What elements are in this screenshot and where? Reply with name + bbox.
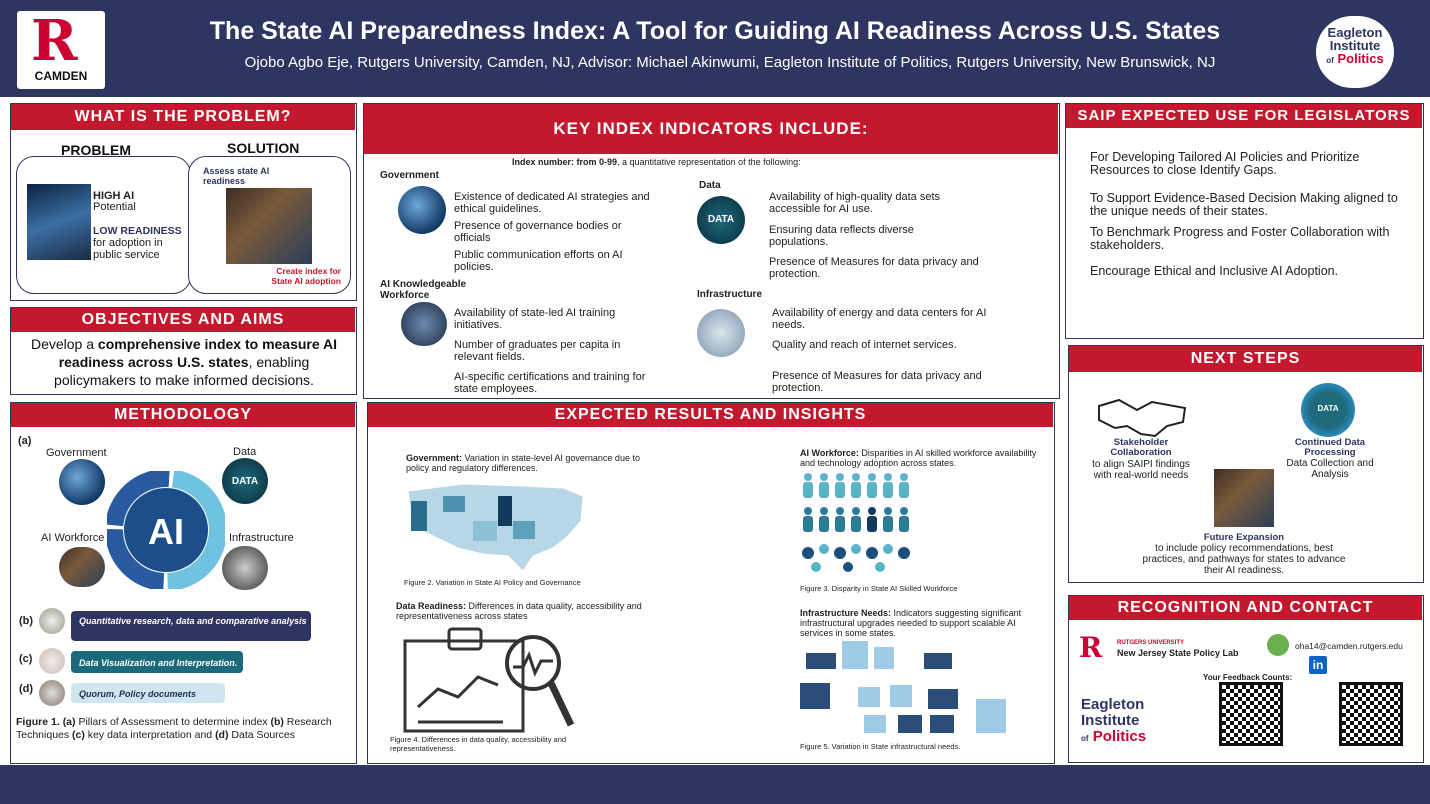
results-heading: EXPECTED RESULTS AND INSIGHTS	[368, 403, 1053, 427]
email-icon[interactable]	[1267, 634, 1289, 656]
results-data-readiness: Data Readiness: Differences in data qual…	[396, 601, 642, 621]
data-icon	[222, 458, 268, 504]
us-map	[407, 483, 584, 572]
next-steps-panel: NEXT STEPS Stakeholder Collaboration to …	[1068, 345, 1424, 583]
city-buildings-icon	[800, 641, 1006, 733]
objectives-panel: OBJECTIVES AND AIMS Develop a comprehens…	[10, 307, 357, 395]
methodology-panel: METHODOLOGY (a) Government Data DATA AI …	[10, 402, 357, 764]
indicator-workforce-icon	[401, 302, 447, 346]
solution-box	[188, 156, 351, 294]
contact-qr-code[interactable]	[1339, 682, 1403, 746]
workforce-icon	[59, 547, 105, 587]
indicator-data-icon	[697, 196, 745, 244]
linkedin-icon[interactable]: in	[1309, 656, 1327, 674]
poster-header: R CAMDEN The State AI Preparedness Index…	[0, 0, 1430, 97]
results-infrastructure: Infrastructure Needs: Indicators suggest…	[800, 608, 1022, 638]
index-range: Index number: from 0-99, a quantitative …	[512, 157, 801, 167]
ai-center-label: AI	[148, 511, 184, 552]
senate-robot-image	[226, 188, 312, 264]
figure-1-caption: Figure 1. (a) Pillars of Assessment to d…	[16, 716, 332, 741]
poster-title: The State AI Preparedness Index: A Tool …	[209, 17, 1221, 45]
results-panel: EXPECTED RESULTS AND INSIGHTS Government…	[367, 402, 1055, 764]
contact-panel: RECOGNITION AND CONTACT R RUTGERS UNIVER…	[1068, 595, 1424, 763]
infrastructure-icon	[222, 546, 268, 590]
results-government: Government: Variation in state-level AI …	[406, 453, 640, 473]
problem-heading: WHAT IS THE PROBLEM?	[11, 104, 355, 130]
legislators-heading: SAIP EXPECTED USE FOR LEGISLATORS	[1066, 104, 1422, 128]
results-workforce: AI Workforce: Disparities in AI skilled …	[800, 448, 1037, 468]
ai-potential-image	[27, 184, 91, 260]
next-steps-heading: NEXT STEPS	[1069, 346, 1422, 372]
objectives-text: Develop a comprehensive index to measure…	[30, 336, 338, 388]
eagleton-logo: Eagleton Institute of Politics	[1316, 16, 1394, 88]
rutgers-camden-logo: R CAMDEN	[17, 11, 105, 89]
contact-heading: RECOGNITION AND CONTACT	[1069, 596, 1422, 620]
problem-panel: WHAT IS THE PROBLEM? PROBLEM SOLUTION HI…	[10, 103, 357, 301]
rutgers-logo: R	[1079, 631, 1103, 664]
future-expansion-image	[1214, 469, 1274, 527]
indicators-panel: KEY INDEX INDICATORS INCLUDE: Index numb…	[363, 103, 1060, 399]
solution-label: SOLUTION	[227, 140, 300, 156]
poster-footer	[0, 765, 1430, 804]
technique-b	[71, 611, 311, 641]
objectives-heading: OBJECTIVES AND AIMS	[11, 308, 355, 332]
visualization-icon	[39, 648, 65, 674]
poster-authors: Ojobo Agbo Eje, Rutgers University, Camd…	[244, 54, 1216, 71]
data-processing-icon	[1301, 383, 1355, 437]
eagleton-contact-logo: Eagleton Institute of Politics	[1081, 696, 1147, 745]
indicators-heading: KEY INDEX INDICATORS INCLUDE:	[364, 104, 1058, 154]
workforce-people-icon	[802, 473, 910, 572]
indicator-government-icon	[398, 186, 446, 234]
technique-c	[71, 651, 243, 673]
ai-cycle-diagram	[107, 471, 225, 589]
legislators-panel: SAIP EXPECTED USE FOR LEGISLATORS For De…	[1065, 103, 1424, 339]
feedback-qr-code[interactable]	[1219, 682, 1283, 746]
contact-email[interactable]: oha14@camden.rutgers.edu	[1295, 641, 1403, 651]
research-icon	[39, 608, 65, 634]
handshake-icon	[1098, 398, 1187, 438]
government-icon	[59, 459, 105, 505]
problem-label: PROBLEM	[61, 142, 131, 158]
indicator-infrastructure-icon	[697, 309, 745, 357]
data-quality-icon	[403, 627, 575, 733]
sources-icon	[39, 680, 65, 706]
technique-d	[71, 683, 225, 703]
methodology-heading: METHODOLOGY	[11, 403, 355, 427]
